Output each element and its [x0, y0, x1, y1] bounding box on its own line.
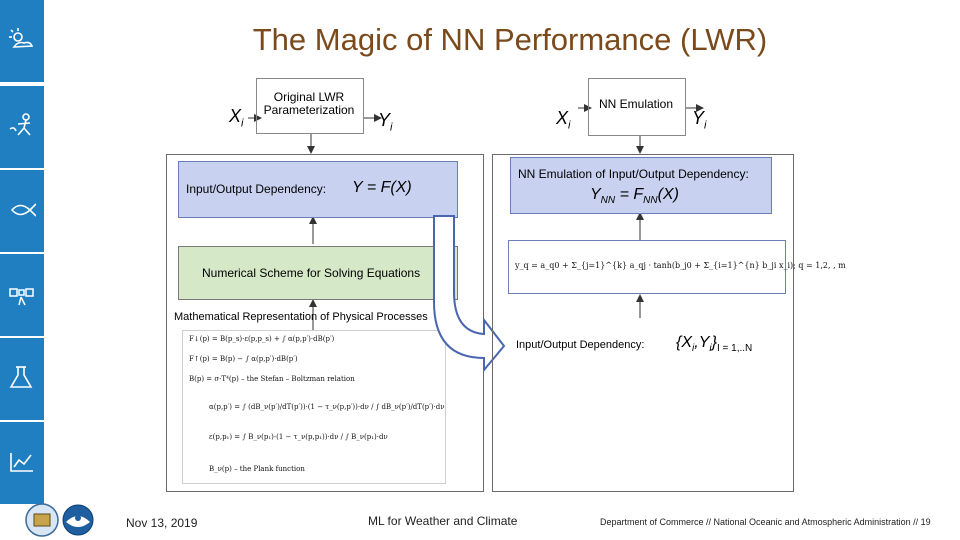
left-output-var: Yi	[378, 110, 393, 134]
left-input-var: Xi	[229, 106, 244, 130]
nn-emulation-label: NN Emulation	[598, 97, 674, 111]
footer-center: ML for Weather and Climate	[368, 514, 518, 528]
equation-flux-up: F↑(p) = B(p) − ∫ α(p,p′)·dB(p′)	[189, 355, 298, 363]
commerce-seal	[25, 503, 59, 537]
equation-stefan: B(p) = σ·T⁴(p) – the Stefan – Boltzman r…	[189, 375, 355, 383]
physical-equations-box: F↓(p) = B(p_s)·ε(p,p_s) + ∫ α(p,p′)·dB(p…	[182, 330, 446, 484]
noaa-logo	[62, 504, 94, 536]
sidebar-tile-fish	[0, 170, 44, 252]
nn-dependency-label: NN Emulation of Input/Output Dependency:	[518, 167, 749, 181]
satellite-icon	[9, 288, 34, 306]
equation-planck: B_ν(p) – the Plank function	[209, 465, 305, 473]
data-dependency-set: {Xi,Yi}I = 1,..N	[676, 334, 753, 355]
left-dependency-box	[178, 161, 458, 218]
left-param-box	[256, 78, 364, 134]
right-panel	[492, 154, 794, 492]
left-dependency-formula: Y = F(X)	[352, 179, 412, 196]
sidebar	[0, 0, 44, 540]
math-representation-label: Mathematical Representation of Physical …	[174, 311, 428, 323]
sidebar-tile-satellite	[0, 254, 44, 336]
flask-icon	[9, 366, 33, 388]
nn-emulation-box	[588, 78, 686, 136]
nn-dependency-box	[510, 157, 772, 214]
nn-equation-box: y_q = a_q0 + Σ_{j=1}^{k} a_qj · tanh(b_j…	[508, 240, 846, 294]
numerical-scheme-box	[178, 246, 458, 300]
left-dependency-label: Input/Output Dependency:	[186, 182, 327, 196]
nn-equation: y_q = a_q0 + Σ_{j=1}^{k} a_qj · tanh(b_j…	[515, 261, 846, 270]
footer-date: Nov 13, 2019	[126, 516, 198, 530]
equation-flux-down: F↓(p) = B(p_s)·ε(p,p_s) + ∫ α(p,p′)·dB(p…	[189, 335, 335, 343]
footer-right: Department of Commerce // National Ocean…	[600, 517, 931, 527]
sidebar-tile-flask	[0, 338, 44, 420]
sidebar-tile-person	[0, 86, 44, 168]
left-param-label: Original LWR Parameterization	[263, 90, 355, 117]
numerical-scheme-label: Numerical Scheme for Solving Equations	[202, 266, 421, 280]
sidebar-tile-chart	[0, 422, 44, 504]
fish-icon	[10, 203, 36, 217]
nn-dependency-formula: YNN = FNN(X)	[590, 186, 679, 207]
chart-icon	[10, 453, 33, 472]
stick-figure-icon	[9, 113, 31, 136]
equation-epsilon: ε(p,p₁) = ∫ B_ν(p₁)·(1 − τ_ν(p,p₁))·dν /…	[209, 433, 388, 441]
equation-alpha: α(p,p′) = ∫ (dB_ν(p′)/dT(p′))·(1 − τ_ν(p…	[209, 403, 445, 411]
weather-icon	[9, 28, 34, 48]
right-output-var: Yi	[692, 108, 707, 132]
right-input-var: Xi	[556, 108, 571, 132]
slide-title: The Magic of NN Performance (LWR)	[252, 22, 768, 57]
sidebar-tile-weather	[0, 0, 44, 82]
data-dependency-label: Input/Output Dependency:	[516, 339, 645, 351]
curved-transfer-arrow	[433, 215, 506, 372]
